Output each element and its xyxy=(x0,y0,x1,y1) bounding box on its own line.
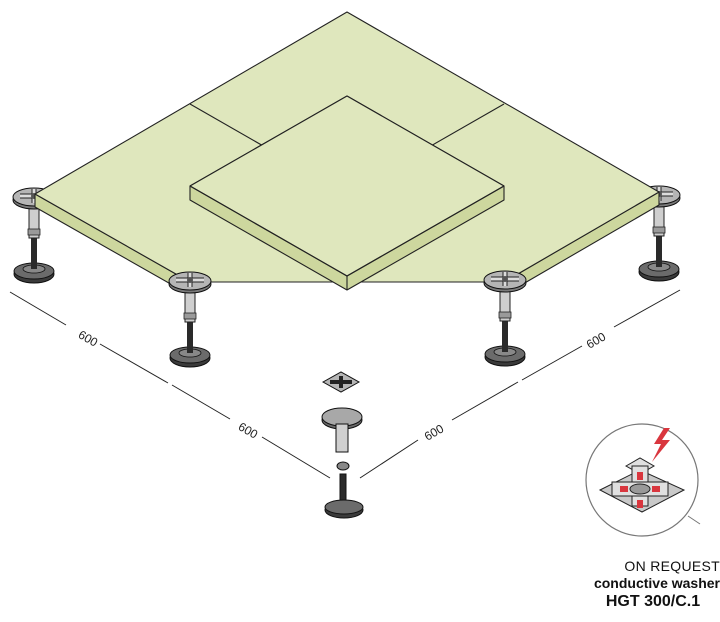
pedestal-left-front xyxy=(169,272,211,367)
floor-tiles xyxy=(34,11,660,296)
dimension-lines xyxy=(9,289,681,479)
dimension-label-left-lower: 600 xyxy=(236,419,261,441)
dimension-label-right-lower: 600 xyxy=(422,421,447,443)
dimension-label-right-upper: 600 xyxy=(584,329,609,351)
conductive-washer-icon xyxy=(585,423,701,537)
caption-product-name: conductive washer xyxy=(593,575,720,591)
caption-on-request: ON REQUEST xyxy=(624,558,720,574)
dimension-label-left-upper: 600 xyxy=(76,327,101,349)
exploded-pedestal xyxy=(321,371,364,519)
conductive-washer-caption: ON REQUEST conductive washer HGT 300/C.1 xyxy=(560,558,720,611)
pedestal-right-front xyxy=(484,271,526,366)
caption-product-code: HGT 300/C.1 xyxy=(605,593,701,610)
lightning-bolt-icon xyxy=(652,428,670,462)
